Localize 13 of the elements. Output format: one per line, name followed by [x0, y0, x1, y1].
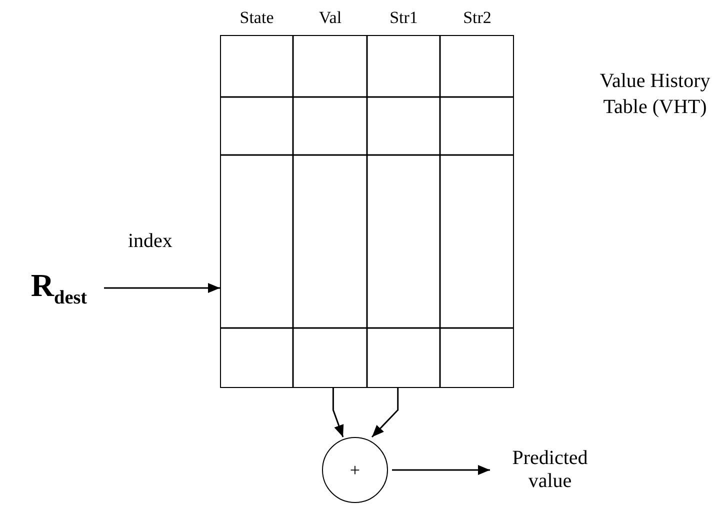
column-header: Str2	[462, 8, 492, 28]
adder-circle: +	[322, 437, 388, 503]
arrow	[104, 283, 220, 293]
output-label: Predicted value	[490, 445, 610, 495]
arrow	[332, 388, 344, 438]
value-history-table	[220, 35, 514, 388]
column-header: State	[238, 8, 275, 28]
table-title: Value History Table (VHT)	[598, 69, 712, 120]
register-label: R$_{dest}$	[18, 262, 100, 314]
column-header: Val	[318, 8, 343, 28]
arrow	[371, 388, 399, 438]
column-header: Str1	[388, 8, 419, 28]
arrow	[392, 465, 490, 475]
